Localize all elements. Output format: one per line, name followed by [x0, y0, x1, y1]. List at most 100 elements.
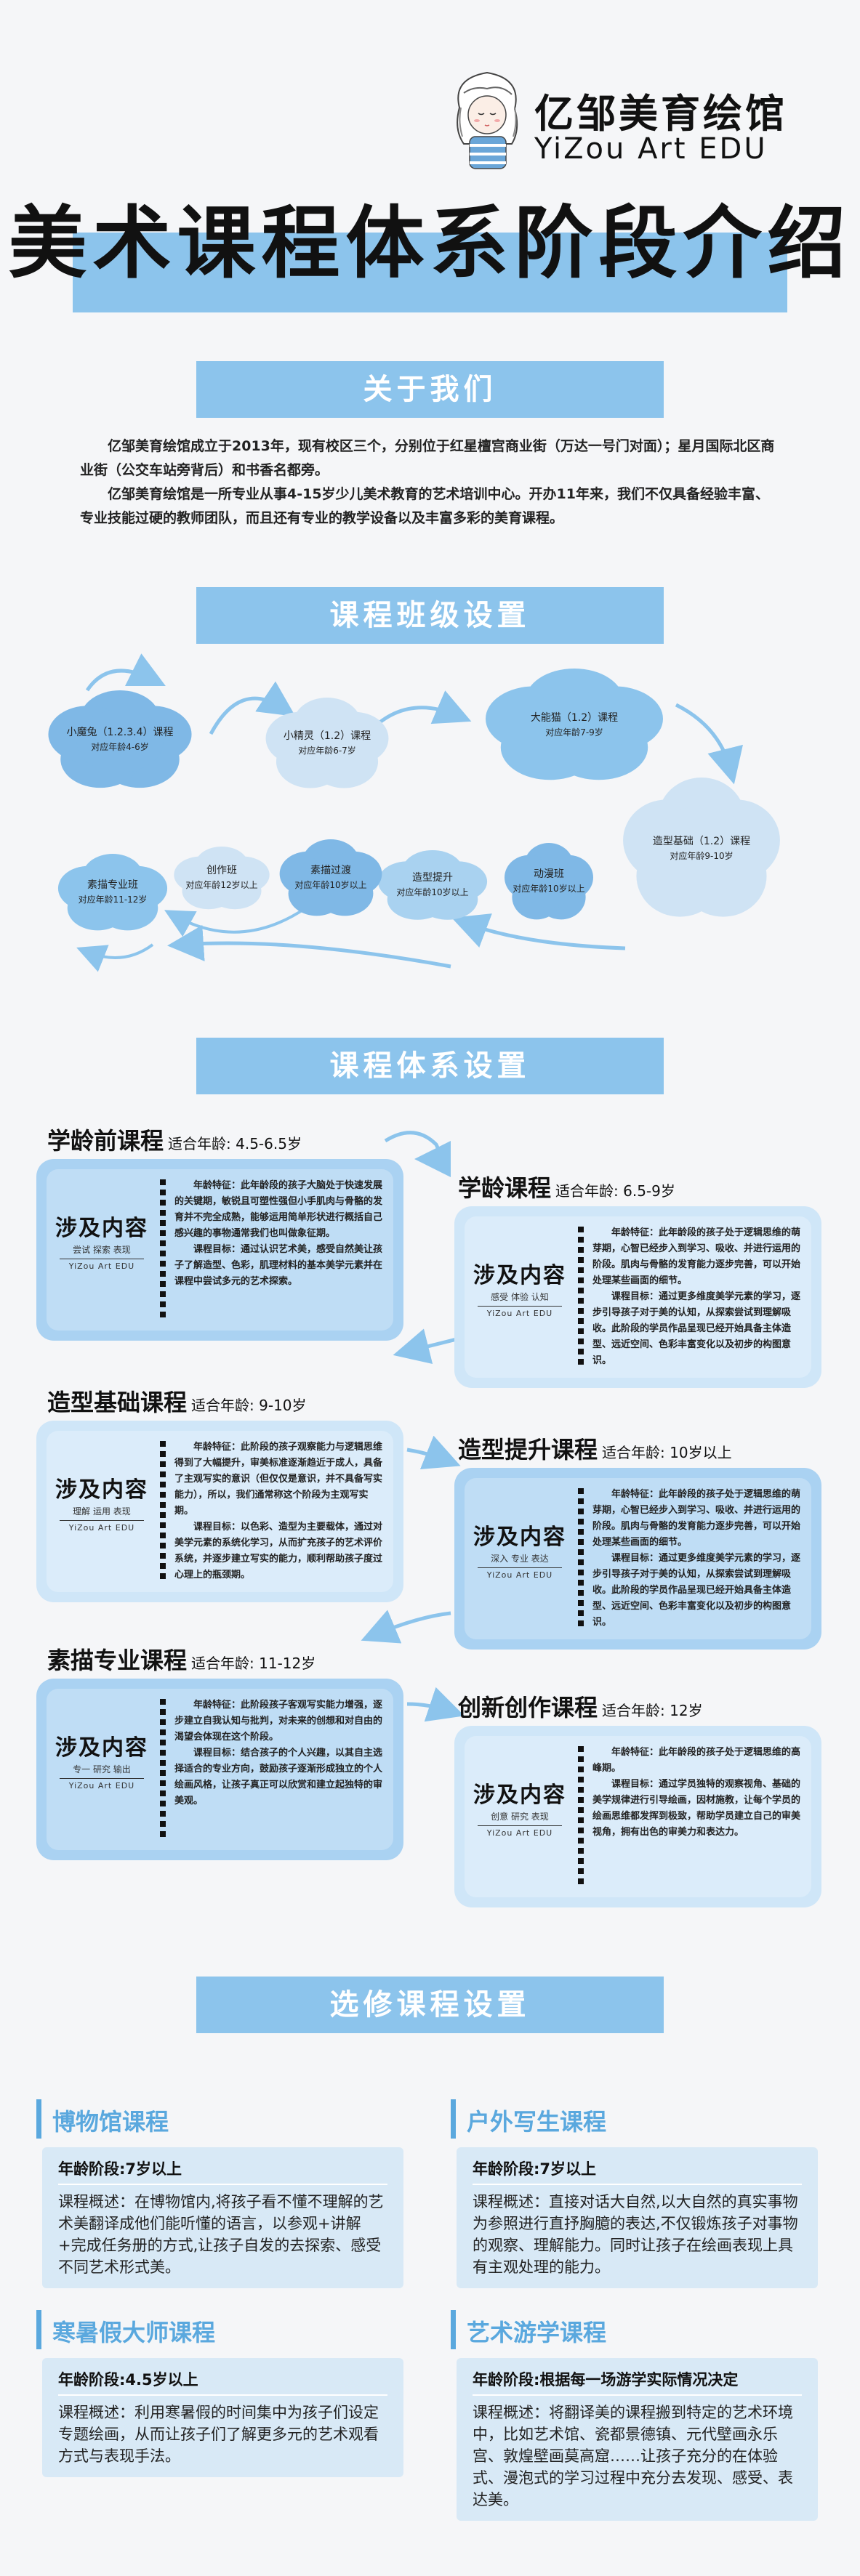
class-name: 创作班: [206, 865, 237, 876]
elective-description: 课程概述：直接对话大自然,以大自然的真实事物为参照进行直抒胸臆的表达,不仅锻炼孩…: [473, 2193, 798, 2276]
class-flower-3: 大能猫（1.2）课程 对应年龄7-9岁: [480, 669, 669, 785]
elective-title-3: 寒暑假大师课程: [52, 2319, 216, 2346]
about-para-1: 亿邹美育绘馆成立于2013年，现有校区三个，分别位于红星檀宫商业街（万达一号门对…: [80, 438, 775, 478]
course-name: 学龄课程: [458, 1174, 552, 1202]
content-label: 涉及内容 专一 研究 输出 YiZou Art EDU: [51, 1729, 153, 1790]
class-age: 对应年龄6-7岁: [298, 746, 356, 756]
content-label-main: 涉及内容: [55, 1735, 148, 1761]
course-card-3: 涉及内容 理解 运用 表现 YiZou Art EDU 年龄特征：此阶段的孩子观…: [36, 1421, 403, 1602]
dashed-divider: [578, 1746, 584, 1884]
course-card-2: 涉及内容 感受 体验 认知 YiZou Art EDU 年龄特征：此年龄段的孩子…: [454, 1206, 821, 1388]
course-age: 12岁: [670, 1702, 703, 1719]
class-name: 小精灵（1.2）课程: [283, 730, 371, 742]
content-label: 涉及内容 创意 研究 表现 YiZou Art EDU: [469, 1777, 571, 1838]
course-description: 年龄特征：此年龄段的孩子大脑处于快速发展的关键期，敏锐且可塑性强但小手肌肉与骨骼…: [174, 1178, 385, 1290]
elective-title-2: 户外写生课程: [467, 2108, 607, 2136]
content-label-en: YiZou Art EDU: [478, 1567, 562, 1580]
course-title-4: 造型提升课程适合年龄: 10岁以上: [458, 1432, 732, 1465]
card-inner: [465, 1478, 811, 1639]
course-age-label: 适合年龄: 9-10岁: [191, 1397, 307, 1414]
class-name: 大能猫（1.2）课程: [530, 712, 619, 724]
course-description: 年龄特征：此阶段的孩子观察能力与逻辑思维得到了大幅提升，审美标准逐渐趋近于成人，…: [174, 1440, 385, 1583]
course-title-2: 学龄课程适合年龄: 6.5-9岁: [458, 1170, 675, 1203]
content-label-main: 涉及内容: [473, 1525, 566, 1550]
course-age-prefix: 适合年龄:: [602, 1444, 665, 1461]
course-goal: 课程目标：通过学员独特的观察视角、基础的美学规律进行引导绘画，因材施教，让每个学…: [592, 1779, 801, 1838]
course-title-5: 素描专业课程适合年龄: 11-12岁: [47, 1642, 316, 1676]
class-age: 对应年龄12岁以上: [185, 880, 258, 890]
course-age-feature: 年龄特征：此年龄段的孩子处于逻辑思维的萌芽期，心智已经步入到学习、吸收、并进行运…: [592, 1227, 801, 1286]
system-heading: 课程体系设置: [196, 1038, 664, 1094]
class-flower-2: 小精灵（1.2）课程 对应年龄6-7岁: [262, 698, 393, 792]
course-age: 11-12岁: [259, 1655, 316, 1672]
content-label: 涉及内容 尝试 探索 表现 YiZou Art EDU: [51, 1210, 153, 1271]
course-goal: 课程目标：以色彩、造型为主要载体，通过对美学元素的系统化学习，从而扩充孩子的艺术…: [174, 1522, 383, 1580]
course-age-label: 适合年龄: 11-12岁: [191, 1655, 316, 1672]
course-card-1: 涉及内容 尝试 探索 表现 YiZou Art EDU 年龄特征：此年龄段的孩子…: [36, 1159, 403, 1341]
course-age-label: 适合年龄: 6.5-9岁: [555, 1182, 675, 1200]
content-label: 涉及内容 理解 运用 表现 YiZou Art EDU: [51, 1471, 153, 1533]
content-tags: 创意 研究 表现: [491, 1812, 549, 1822]
card-inner: [47, 1169, 393, 1331]
elective-description: 课程概述：利用寒暑假的时间集中为孩子们设定专题绘画，从而让孩子们了解更多元的艺术…: [58, 2404, 379, 2465]
elective-age-stage: 年龄阶段:根据每一场游学实际情况决定: [473, 2368, 802, 2396]
class-name: 小魔兔（1.2.3.4）课程: [66, 727, 174, 738]
course-card-5: 涉及内容 专一 研究 输出 YiZou Art EDU 年龄特征：此阶段孩子客观…: [36, 1679, 403, 1860]
course-age: 6.5-9岁: [623, 1182, 675, 1200]
content-tags: 尝试 探索 表现: [73, 1245, 131, 1255]
brand-name-cn: 亿邹美育绘馆: [534, 91, 787, 137]
course-name: 创新创作课程: [458, 1694, 598, 1721]
class-age: 对应年龄4-6岁: [91, 742, 149, 752]
about-para-2: 亿邹美育绘馆是一所专业从事4-15岁少儿美术教育的艺术培训中心。开办11年来，我…: [80, 486, 769, 526]
course-age-feature: 年龄特征：此年龄段的孩子处于逻辑思维的萌芽期，心智已经步入到学习、吸收、并进行运…: [592, 1489, 801, 1548]
course-goal: 课程目标：通过更多维度美学元素的学习，逐步引导孩子对于美的认知，从探索尝试到理解…: [592, 1553, 801, 1628]
content-tags: 理解 运用 表现: [73, 1506, 131, 1517]
elective-accent-bar: [36, 2099, 41, 2139]
elective-accent-bar: [451, 2310, 456, 2349]
course-name: 学龄前课程: [47, 1127, 164, 1155]
class-name: 动漫班: [534, 868, 564, 880]
course-card-4: 涉及内容 深入 专业 表达 YiZou Art EDU 年龄特征：此年龄段的孩子…: [454, 1468, 821, 1650]
class-name: 素描专业班: [87, 879, 138, 891]
class-flower-4: 造型基础（1.2）课程 对应年龄9-10岁: [618, 778, 785, 923]
course-age: 10岁以上: [670, 1444, 732, 1461]
content-tags: 感受 体验 认知: [491, 1292, 549, 1302]
card-inner: [47, 1689, 393, 1850]
course-age-prefix: 适合年龄:: [168, 1135, 231, 1152]
content-label-en: YiZou Art EDU: [60, 1520, 144, 1533]
course-goal: 课程目标：通过认识艺术美，感受自然美让孩子了解造型、色彩，肌理材料的基本美学元素…: [174, 1244, 383, 1287]
elective-description: 课程概述：在博物馆内,将孩子看不懂不理解的艺术美翻译成他们能听懂的语言，以参观+…: [58, 2193, 384, 2276]
content-label-main: 涉及内容: [473, 1782, 566, 1808]
content-tags: 深入 专业 表达: [491, 1554, 549, 1564]
card-inner: [47, 1431, 393, 1592]
course-title-3: 造型基础课程适合年龄: 9-10岁: [47, 1384, 307, 1418]
course-card-6: 涉及内容 创意 研究 表现 YiZou Art EDU 年龄特征：此年龄段的孩子…: [454, 1726, 821, 1907]
content-label-en: YiZou Art EDU: [478, 1306, 562, 1318]
elective-card-3: 年龄阶段:4.5岁以上 课程概述：利用寒暑假的时间集中为孩子们设定专题绘画，从而…: [42, 2358, 403, 2477]
content-label-en: YiZou Art EDU: [478, 1825, 562, 1838]
content-tags: 专一 研究 输出: [73, 1764, 131, 1774]
course-goal: 课程目标：结合孩子的个人兴趣，以其自主选择适合的专业方向，鼓励孩子逐渐形成独立的…: [174, 1748, 383, 1806]
elective-age-stage: 年龄阶段:7岁以上: [58, 2157, 387, 2185]
course-age-feature: 年龄特征：此阶段孩子客观写实能力增强，逐步建立自我认知与批判，对未来的创想和对自…: [174, 1700, 383, 1743]
content-label-main: 涉及内容: [55, 1477, 148, 1503]
course-age: 9-10岁: [259, 1397, 307, 1414]
class-age: 对应年龄7-9岁: [545, 727, 603, 738]
course-description: 年龄特征：此阶段孩子客观写实能力增强，逐步建立自我认知与批判，对未来的创想和对自…: [174, 1697, 385, 1809]
classes-heading: 课程班级设置: [196, 587, 664, 644]
class-name: 造型提升: [412, 872, 453, 884]
class-age: 对应年龄11-12岁: [78, 895, 148, 905]
about-heading: 关于我们: [196, 361, 664, 418]
course-age-prefix: 适合年龄:: [191, 1655, 254, 1672]
course-description: 年龄特征：此年龄段的孩子处于逻辑思维的萌芽期，心智已经步入到学习、吸收、并进行运…: [592, 1487, 803, 1631]
class-flower-6: 造型提升 对应年龄10岁以上: [374, 850, 491, 923]
course-name: 造型基础课程: [47, 1389, 188, 1416]
dashed-divider: [160, 1699, 166, 1837]
elective-title-4: 艺术游学课程: [467, 2319, 607, 2346]
card-inner: [465, 1736, 811, 1897]
class-age: 对应年龄10岁以上: [294, 880, 367, 890]
elective-title-1: 博物馆课程: [52, 2108, 169, 2136]
about-text: 亿邹美育绘馆成立于2013年，现有校区三个，分别位于红星檀宫商业街（万达一号门对…: [80, 435, 780, 530]
class-name: 素描过渡: [310, 865, 351, 876]
class-flower-1: 小魔兔（1.2.3.4）课程 对应年龄4-6岁: [44, 690, 196, 792]
